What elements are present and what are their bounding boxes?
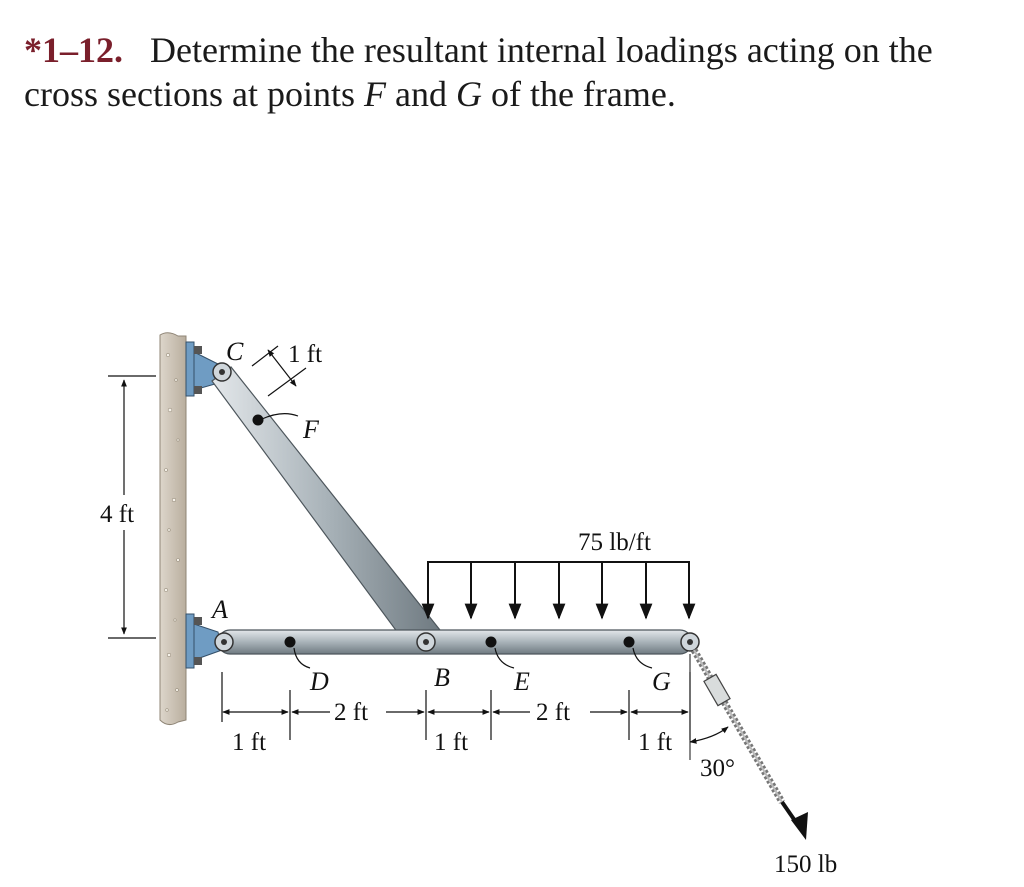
point-g-marker	[623, 636, 635, 648]
point-f-marker	[252, 414, 264, 426]
dim-label-g-end: 1 ft	[638, 729, 672, 756]
dim-horizontal	[221, 672, 691, 740]
bolt-icon	[194, 617, 202, 625]
member-cb	[211, 366, 441, 653]
cable	[690, 648, 786, 804]
section-points	[252, 414, 635, 648]
bolt-icon	[194, 657, 202, 665]
dim-vertical	[108, 375, 156, 639]
bolt-icon	[194, 386, 202, 394]
angle-indicator	[689, 654, 729, 760]
force-arrow-icon	[791, 812, 808, 840]
problem-text-end: of the frame.	[481, 74, 676, 114]
dim-label-be: 1 ft	[434, 729, 468, 756]
dim-label-ad: 1 ft	[232, 729, 266, 756]
dim-label-vertical: 4 ft	[100, 501, 134, 528]
bracket-a	[185, 613, 223, 669]
label-b: B	[434, 663, 450, 692]
dim-label-cf: 1 ft	[288, 341, 322, 368]
problem-statement: *1–12. Determine the resultant internal …	[24, 28, 1014, 116]
distributed-load	[421, 561, 696, 620]
force-label: 150 lb	[774, 851, 837, 878]
cable-clamp	[703, 673, 731, 707]
pins	[212, 362, 700, 652]
problem-point-g: G	[455, 74, 482, 114]
dim-cf	[267, 349, 307, 397]
point-e-marker	[485, 636, 497, 648]
label-d: D	[309, 667, 329, 696]
label-e: E	[513, 667, 530, 696]
label-a: A	[210, 595, 228, 624]
problem-text-1: Determine the resultant internal loading…	[24, 30, 933, 114]
force-arrow	[780, 800, 808, 840]
leader-lines	[251, 345, 653, 669]
dim-label-db: 2 ft	[334, 699, 368, 726]
problem-number: *1–12.	[24, 30, 123, 70]
load-label: 75 lb/ft	[578, 529, 651, 556]
label-f: F	[302, 415, 320, 444]
angle-label: 30°	[700, 755, 735, 782]
bolt-icon	[194, 346, 202, 354]
label-g: G	[652, 667, 671, 696]
problem-text-and: and	[385, 74, 456, 114]
point-d-marker	[284, 636, 296, 648]
dim-label-eg: 2 ft	[536, 699, 570, 726]
problem-point-f: F	[363, 74, 386, 114]
wall	[159, 332, 187, 726]
label-c: C	[226, 337, 244, 366]
